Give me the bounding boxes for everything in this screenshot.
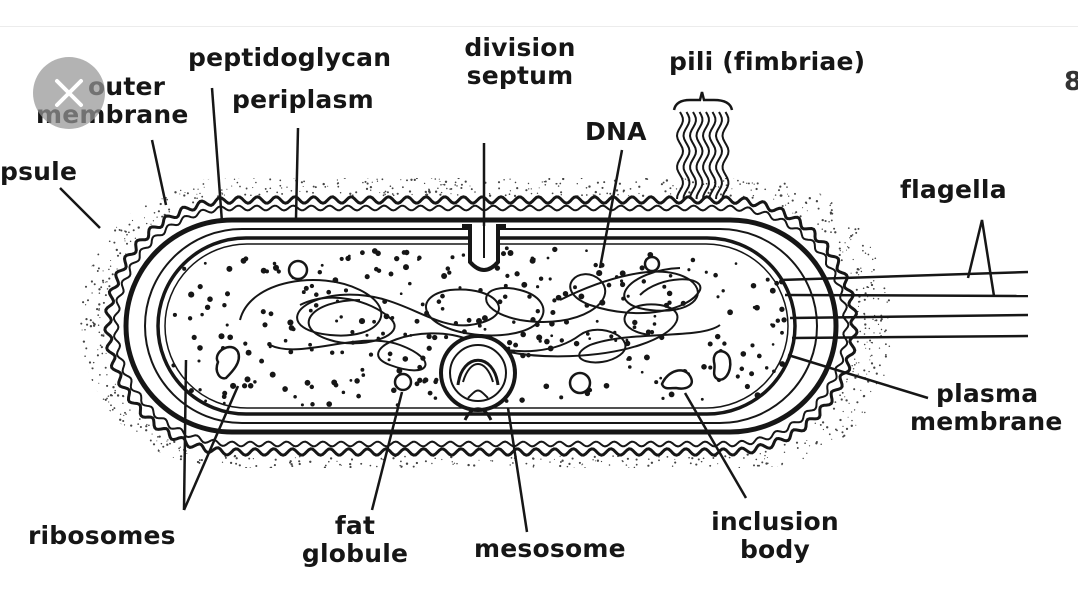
outer-membrane-wavy <box>103 195 859 457</box>
label-mesosome: mesosome <box>474 534 626 563</box>
flagella <box>779 219 1029 340</box>
pili <box>675 111 730 200</box>
label-inclusion: inclusion <box>711 507 839 536</box>
cropped-edge-glyph: 8 <box>1064 68 1078 97</box>
inclusion-body-shape <box>660 369 693 390</box>
close-icon <box>55 79 83 107</box>
label-fat-globule: fat globule <box>290 512 420 568</box>
label-dna: DNA <box>585 117 647 146</box>
label-division: division <box>464 33 576 62</box>
leader-lines <box>59 87 929 533</box>
label-septum: septum <box>466 61 574 90</box>
close-button[interactable] <box>33 57 105 129</box>
ribosome-dots <box>167 246 788 407</box>
label-ribosomes: ribosomes <box>28 521 176 550</box>
cytoplasm-bodies <box>215 255 732 395</box>
pili-bracket <box>672 91 734 111</box>
label-periplasm: periplasm <box>232 85 374 114</box>
label-body: body <box>739 535 811 564</box>
label-peptidoglycan: peptidoglycan <box>188 43 392 72</box>
top-bar <box>0 0 1078 27</box>
label-division-septum: division septum <box>445 34 595 90</box>
mesosome <box>439 334 517 421</box>
outer-membrane-wavy-inner <box>113 204 850 448</box>
label-inclusion-body: inclusion body <box>700 508 850 564</box>
label-pili: pili (fimbriae) <box>669 47 866 76</box>
capsule-stipple <box>80 178 891 468</box>
label-capsule: psule <box>0 157 78 186</box>
label-plasma: plasma <box>936 379 1039 408</box>
label-flagella: flagella <box>900 175 1007 204</box>
label-fat: fat <box>334 511 376 540</box>
label-globule: globule <box>301 539 409 568</box>
label-plasma-membrane: plasma membrane <box>910 380 1063 436</box>
label-membrane-2: membrane <box>910 407 1063 436</box>
